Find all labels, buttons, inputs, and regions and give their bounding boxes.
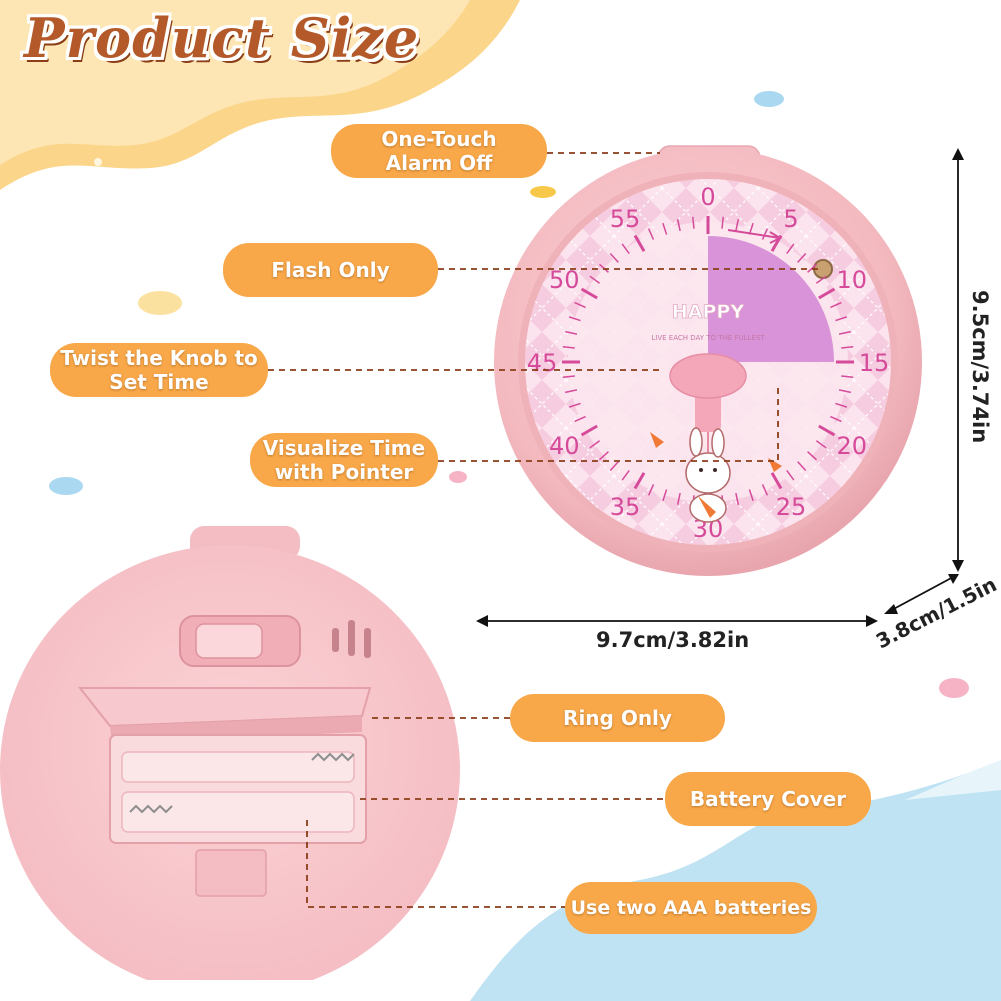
battery-spring [311,752,355,762]
dial-tick [676,492,681,505]
dial-slogan: LIVE EACH DAY TO THE FULLEST [651,334,765,342]
dial-tick [691,216,695,229]
dial-number: 50 [549,266,580,294]
dial-tick [589,440,601,449]
dial-number: 10 [836,266,867,294]
dial-tick [835,316,848,322]
dial-tick [589,275,601,284]
dial-tick [770,472,783,490]
dial-tick [562,375,575,379]
dial-brand: HAPPY [672,301,744,323]
dial-tick [786,243,795,255]
dial-tick [818,424,836,437]
dial-tick [568,316,581,322]
dial-tick [815,275,827,284]
dial-tick [830,301,842,309]
dial-tick [633,472,646,490]
speaker-slot [332,628,339,652]
dial-tick [797,252,807,263]
dial-tick [735,492,740,505]
depth-dimension-arrow [887,575,956,613]
dial-tick [609,461,619,472]
dial-tick [676,219,681,232]
dial-tick [838,389,851,394]
dial-tick [830,415,842,423]
confetti-pink-1 [449,471,467,483]
dial-tick [598,451,609,461]
dial-tick [574,415,586,423]
page-title: Product Size [24,6,420,70]
dial-tick [748,222,754,235]
dial-tick [770,234,783,252]
dial-tick [748,489,754,502]
dial-tick [609,252,619,263]
bunny-illustration [650,427,782,523]
dial-number: 55 [610,205,641,233]
time-remaining-sector [708,236,834,362]
dial-tick [574,301,586,309]
dial-tick [815,440,827,449]
label-visualize-time: Visualize Time with Pointer [250,433,438,487]
dial-tick [647,228,655,240]
dial-tick [647,484,655,496]
dial-tick [735,219,740,232]
label-ring-only: Ring Only [510,694,725,742]
confetti-pink-2 [939,678,969,698]
label-alarm-off: One-Touch Alarm Off [331,124,547,178]
dial-number: 20 [836,432,867,460]
height-dimension: 9.5cm/3.74in [968,290,992,444]
timer-back-view [0,526,460,980]
dial-tick [807,451,818,461]
dial-tick [761,228,769,240]
dial-tick [621,469,630,481]
dial-tick [838,330,851,335]
dial-tick [761,484,769,496]
dial-tick [818,287,836,300]
dial-tick [786,469,795,481]
dial-tick [580,424,598,437]
dial-tick [565,330,578,335]
dial-number: 25 [776,493,807,521]
dial-tick [565,389,578,394]
width-dimension: 9.7cm/3.82in [596,628,750,652]
dial-tick [568,402,581,408]
dial-ticks [562,216,854,508]
dial-tick [633,234,646,252]
knob [669,353,747,399]
confetti-blue-1 [754,91,784,107]
dial-tick [662,222,668,235]
dial-number: 15 [859,349,890,377]
dial-tick [621,243,630,255]
dial-tick [797,461,807,472]
dial-tick [841,345,854,349]
dial-number: 40 [549,432,580,460]
dial-tick [662,489,668,502]
dial-number: 5 [783,205,798,233]
water-blue-shape [470,760,1001,1001]
dial-number: 35 [610,493,641,521]
dial-tick [721,216,725,229]
label-twist-knob: Twist the Knob to Set Time [50,343,268,397]
dial-number: 0 [700,183,715,211]
confetti-blue-2 [49,477,83,495]
confetti-yellow-2 [138,291,182,315]
confetti-yellow-1 [530,186,556,198]
label-battery-cover: Battery Cover [665,772,871,826]
label-batteries: Use two AAA batteries [565,882,817,934]
yellow-wave-inner [0,0,470,165]
dial-tick [841,375,854,379]
dial-number: 45 [527,349,558,377]
dial-tick [562,345,575,349]
label-flash-only: Flash Only [223,243,438,297]
carrot-icon [650,432,664,448]
dial-tick [580,287,598,300]
dial-tick [835,402,848,408]
